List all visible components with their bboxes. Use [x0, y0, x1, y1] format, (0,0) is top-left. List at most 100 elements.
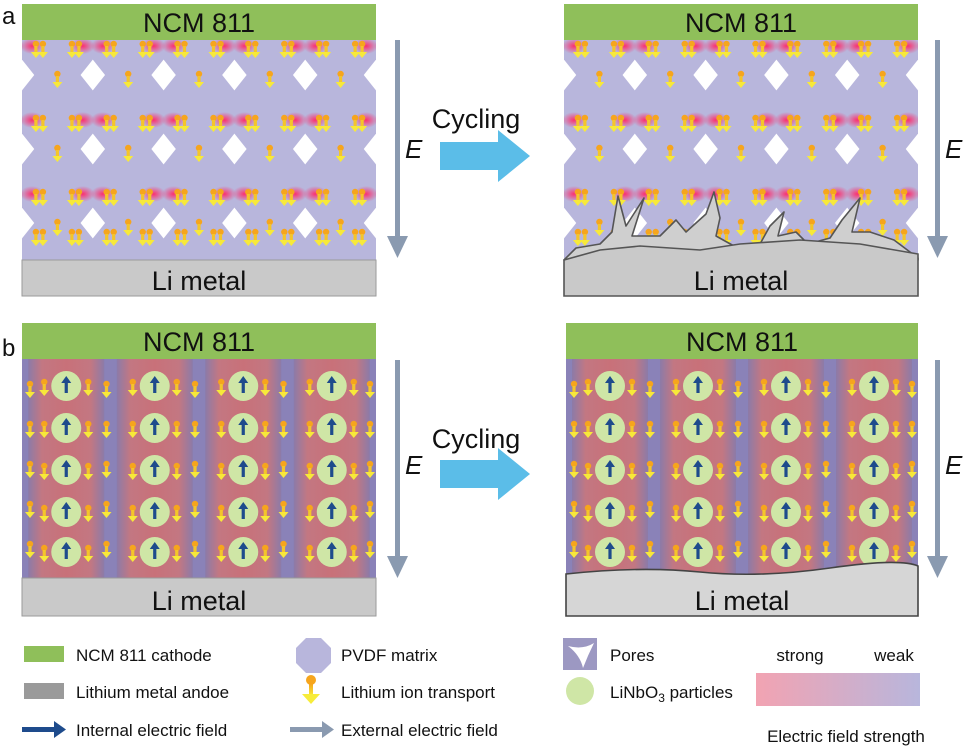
ion-tip	[733, 392, 743, 398]
ion-head	[628, 544, 636, 552]
ion-tip	[171, 516, 182, 522]
ion-tip	[260, 474, 271, 480]
ion-stem	[736, 546, 740, 553]
ion-head	[26, 460, 34, 468]
ion-head	[645, 188, 652, 196]
ion-tip	[715, 474, 725, 480]
ion-stem	[824, 506, 828, 513]
ion-head	[822, 540, 830, 548]
ion-tip	[215, 126, 226, 132]
ion-stem	[683, 194, 687, 201]
ion-head	[280, 420, 287, 428]
ion-head	[174, 188, 181, 196]
field-hotspot	[632, 112, 657, 128]
ion-stem	[619, 194, 623, 201]
ion-head	[41, 420, 48, 428]
ion-stem	[126, 150, 130, 157]
internal-field-arrow-head	[869, 542, 879, 549]
ion-stem	[683, 46, 687, 53]
ion-tip	[892, 52, 903, 58]
legend: NCM 811 cathode Lithium metal andoe Inte…	[22, 638, 925, 746]
ion-head	[822, 500, 830, 508]
ion-head	[350, 420, 357, 428]
ion-tip	[757, 52, 768, 58]
ion-stem	[788, 120, 792, 127]
ion-tip	[66, 200, 77, 206]
ion-head	[210, 114, 217, 122]
ion-head	[879, 70, 886, 78]
internal-field-arrow-head	[61, 460, 72, 467]
internal-field-arrow-head	[869, 460, 879, 467]
ion-tip	[264, 230, 275, 236]
ion-tip	[583, 516, 593, 522]
ion-head	[288, 228, 295, 236]
ion-tip	[101, 512, 112, 518]
ion-tip	[863, 200, 874, 206]
field-symbol: E	[405, 134, 423, 164]
ion-stem	[34, 120, 38, 127]
internal-field-arrow-shaft	[872, 423, 876, 435]
ion-head	[85, 420, 92, 428]
ion-tip	[30, 52, 41, 58]
ion-tip	[365, 472, 375, 478]
field-hotspot	[303, 186, 328, 202]
internal-field-arrow-head	[605, 460, 615, 467]
internal-field-arrow-shaft	[64, 547, 68, 559]
ion-head	[584, 462, 592, 470]
legend-internal-label: Internal electric field	[76, 721, 227, 740]
ion-stem	[895, 46, 899, 53]
internal-field-arrow-shaft	[153, 465, 157, 477]
ion-tip	[828, 52, 839, 58]
ion-tip	[803, 516, 813, 522]
ion-tip	[671, 390, 681, 396]
ion-tip	[736, 82, 746, 88]
ion-head	[41, 378, 48, 386]
ion-stem	[619, 46, 623, 53]
ion-tip	[715, 390, 725, 396]
ion-stem	[263, 468, 267, 475]
anode-bar	[565, 561, 919, 617]
ion-head	[892, 462, 900, 470]
ion-stem	[824, 194, 828, 201]
ion-head	[822, 380, 830, 388]
ion-stem	[360, 120, 364, 127]
ion-head	[181, 114, 188, 122]
ion-stem	[353, 120, 357, 127]
ion-stem	[824, 386, 828, 393]
ion-head	[252, 228, 259, 236]
ion-stem	[353, 46, 357, 53]
ion-head	[574, 40, 582, 48]
ion-stem	[339, 224, 343, 231]
ion-head	[760, 378, 768, 386]
field-hotspot	[374, 41, 376, 51]
ion-stem	[894, 426, 898, 433]
ion-head	[110, 40, 117, 48]
internal-field-arrow-head	[869, 376, 879, 383]
internal-field-arrow-shaft	[784, 507, 788, 519]
ion-tip	[278, 472, 289, 478]
ion-head	[908, 500, 916, 508]
ion-tip	[569, 392, 579, 398]
ion-tip	[321, 200, 332, 206]
pvdf-particle	[701, 73, 781, 151]
ion-stem	[131, 510, 135, 517]
internal-field-arrow-shaft	[330, 507, 334, 519]
field-hotspot	[564, 112, 586, 128]
legend-anode-swatch	[24, 683, 64, 699]
ion-stem	[253, 234, 257, 241]
internal-field-arrow-head	[326, 460, 337, 467]
ion-head	[900, 228, 908, 236]
ion-tip	[679, 126, 690, 132]
ion-tip	[243, 126, 254, 132]
ion-stem	[612, 46, 616, 53]
ion-stem	[612, 194, 616, 201]
ion-tip	[569, 552, 579, 558]
ion-stem	[895, 194, 899, 201]
ion-tip	[736, 230, 746, 236]
ion-tip	[671, 516, 681, 522]
ion-tip	[172, 126, 183, 132]
ion-stem	[724, 46, 729, 53]
ion-head	[737, 218, 745, 226]
ion-stem	[175, 234, 180, 241]
ion-head	[908, 540, 916, 548]
